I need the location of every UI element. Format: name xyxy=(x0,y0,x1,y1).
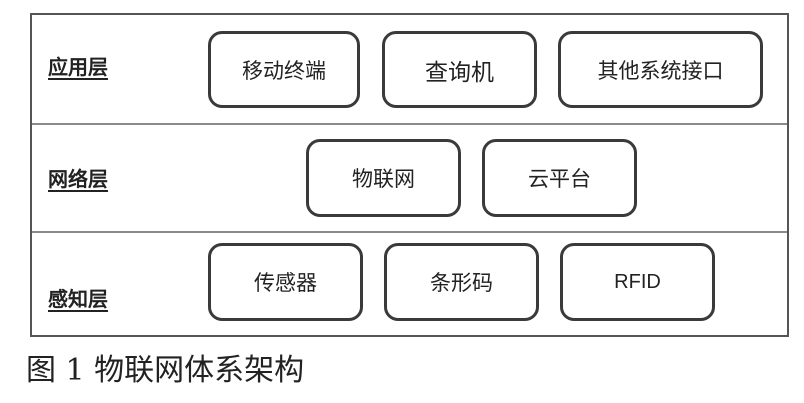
perception-layer-label: 感知层 xyxy=(48,287,108,311)
iot-architecture-diagram: 应用层 移动终端 查询机 其他系统接口 网络层 物联网 云平台 感知层 传感器 … xyxy=(30,13,789,337)
node-sensor: 传感器 xyxy=(208,243,363,321)
node-rfid: RFID xyxy=(560,243,715,321)
node-cloud-platform-label: 云平台 xyxy=(528,167,591,191)
application-layer: 应用层 移动终端 查询机 其他系统接口 xyxy=(32,15,787,123)
node-mobile-terminal: 移动终端 xyxy=(208,31,360,108)
node-query-machine-label: 查询机 xyxy=(425,59,494,86)
perception-layer: 感知层 传感器 条形码 RFID xyxy=(32,231,787,335)
figure-caption: 图 1 物联网体系架构 xyxy=(26,353,305,388)
node-barcode-label: 条形码 xyxy=(430,271,493,295)
node-rfid-label: RFID xyxy=(614,270,661,293)
node-cloud-platform: 云平台 xyxy=(482,139,637,217)
node-internet-of-things-label: 物联网 xyxy=(352,167,415,191)
node-barcode: 条形码 xyxy=(384,243,539,321)
node-sensor-label: 传感器 xyxy=(254,271,317,295)
node-mobile-terminal-label: 移动终端 xyxy=(242,58,326,83)
node-other-system-interface: 其他系统接口 xyxy=(558,31,763,108)
application-layer-label: 应用层 xyxy=(48,55,108,79)
network-layer: 网络层 物联网 云平台 xyxy=(32,123,787,231)
node-query-machine: 查询机 xyxy=(382,31,537,108)
node-internet-of-things: 物联网 xyxy=(306,139,461,217)
network-layer-label: 网络层 xyxy=(48,167,108,191)
node-other-system-interface-label: 其他系统接口 xyxy=(597,58,724,83)
